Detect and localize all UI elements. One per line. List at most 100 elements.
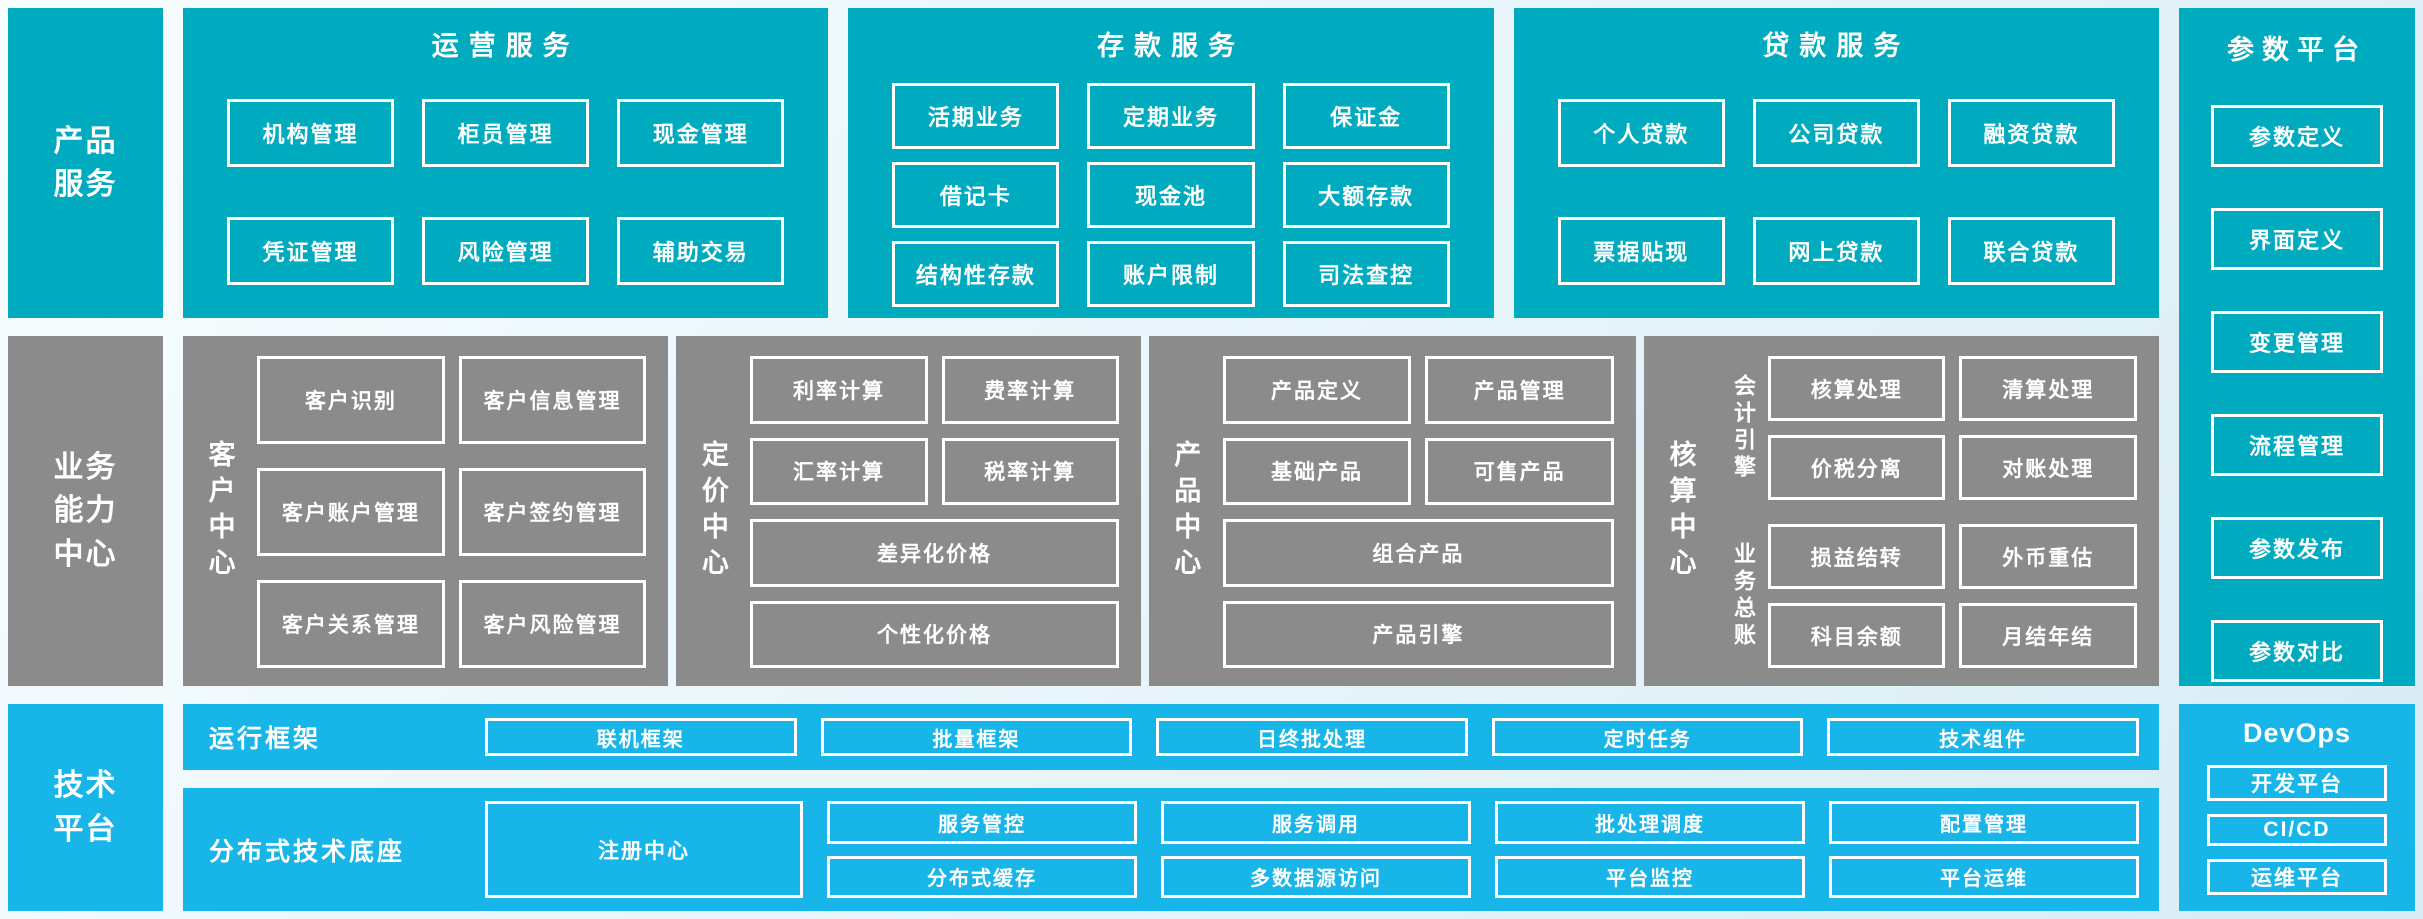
distributed-base-bar: 分布式技术底座 注册中心 服务管控 分布式缓存 服务调用 多数据源访问 批处理调…: [183, 788, 2159, 911]
capability-box-product-engine: 产品引擎: [1222, 600, 1614, 668]
operations-services-title: 运营服务: [431, 31, 580, 61]
section-pricing-center: 定价中心 利率计算 费率计算 汇率计算 税率计算 差异化价格 个性化价格: [676, 336, 1141, 686]
distributed-base-label: 分布式技术底座: [209, 837, 406, 866]
tech-box-distributed-cache: 分布式缓存: [827, 855, 1137, 898]
service-box-cash-pool: 现金池: [1087, 162, 1255, 228]
loan-services-title: 贷款服务: [1762, 31, 1911, 61]
tech-box-tech-component: 技术组件: [1827, 718, 2139, 756]
rail-product-services-label: 产品服务: [53, 124, 118, 202]
tech-box-service-invocation: 服务调用: [1161, 801, 1471, 844]
capability-box-customer-identify: 客户识别: [257, 356, 445, 444]
business-ledger-group: 业务总账 损益结转 外币重估 科目余额 月结年结: [1718, 524, 2138, 668]
service-box-structured-deposit: 结构性存款: [892, 241, 1060, 307]
service-box-margin-deposit: 保证金: [1282, 83, 1450, 149]
distributed-column-3: 批处理调度 平台监控: [1495, 801, 1805, 898]
capability-box-basic-product: 基础产品: [1222, 437, 1412, 505]
section-deposit-services: 存款服务 活期业务 定期业务 保证金 借记卡 现金池 大额存款 结构性存款 账户…: [848, 8, 1494, 318]
rail-product-services: 产品服务: [8, 8, 163, 318]
distributed-column-1: 服务管控 分布式缓存: [827, 801, 1137, 898]
service-box-account-restriction: 账户限制: [1087, 241, 1255, 307]
capability-box-customer-info: 客户信息管理: [458, 356, 647, 444]
capability-box-month-year-close: 月结年结: [1959, 603, 2138, 668]
section-accounting-center: 核算中心 会计引擎 核算处理 清算处理 价税分离 对账处理 业务: [1643, 336, 2160, 686]
service-box-demand-deposit: 活期业务: [892, 83, 1060, 149]
tech-box-multi-datasource: 多数据源访问: [1161, 855, 1471, 898]
business-ledger-grid: 损益结转 外币重估 科目余额 月结年结: [1767, 524, 2138, 668]
capability-box-product-mgmt: 产品管理: [1425, 356, 1614, 424]
devops-box-ops-platform: 运维平台: [2207, 859, 2387, 895]
runtime-framework-label: 运行框架: [209, 725, 322, 753]
service-box-institution-mgmt: 机构管理: [227, 99, 395, 167]
service-box-online-loan: 网上贷款: [1752, 217, 1920, 285]
tech-box-config-mgmt: 配置管理: [1829, 801, 2139, 844]
pricing-center-label-wrap: 定价中心: [676, 356, 750, 668]
section-operations-services: 运营服务 机构管理 柜员管理 现金管理 凭证管理 风险管理 辅助交易: [183, 8, 829, 318]
capability-box-customer-relation: 客户关系管理: [257, 580, 445, 668]
param-box-publish: 参数发布: [2211, 517, 2383, 579]
accounting-center-label-wrap: 核算中心: [1644, 356, 1718, 668]
devops-boxes: 开发平台 CI/CD 运维平台: [2207, 765, 2387, 895]
param-box-change-mgmt: 变更管理: [2211, 311, 2383, 373]
product-center-grid: 产品定义 产品管理 基础产品 可售产品 组合产品 产品引擎: [1222, 356, 1614, 668]
rail-technology-platform: 技术平台: [8, 704, 163, 911]
param-box-compare: 参数对比: [2211, 620, 2383, 682]
rail-business-capability-label: 业务能力中心: [53, 450, 118, 571]
runtime-framework-bar: 运行框架 联机框架 批量框架 日终批处理 定时任务 技术组件: [183, 704, 2159, 770]
tech-box-batch-scheduling: 批处理调度: [1495, 801, 1805, 844]
product-center-label: 产品中心: [1170, 440, 1201, 584]
tech-box-platform-ops: 平台运维: [1829, 855, 2139, 898]
tech-box-eod-batch: 日终批处理: [1156, 718, 1468, 756]
capability-box-customer-risk: 客户风险管理: [458, 580, 647, 668]
service-box-financing-loan: 融资贷款: [1947, 99, 2115, 167]
capability-box-price-tax-separation: 价税分离: [1767, 435, 1946, 500]
service-box-personal-loan: 个人贷款: [1557, 99, 1725, 167]
business-capability-band: 客户中心 客户识别 客户信息管理 客户账户管理 客户签约管理 客户关系管理 客户…: [183, 336, 2160, 686]
operations-services-grid: 机构管理 柜员管理 现金管理 凭证管理 风险管理 辅助交易: [183, 99, 828, 285]
accounting-engine-grid: 核算处理 清算处理 价税分离 对账处理: [1767, 356, 2138, 500]
accounting-center-label: 核算中心: [1665, 440, 1696, 584]
business-ledger-label: 业务总账: [1730, 542, 1756, 650]
param-box-process-mgmt: 流程管理: [2211, 414, 2383, 476]
distributed-base-columns: 服务管控 分布式缓存 服务调用 多数据源访问 批处理调度 平台监控 配置管理 平…: [827, 801, 2139, 898]
capability-box-fx-revaluation: 外币重估: [1959, 524, 2138, 589]
devops-box-cicd: CI/CD: [2207, 814, 2387, 846]
section-customer-center: 客户中心 客户识别 客户信息管理 客户账户管理 客户签约管理 客户关系管理 客户…: [183, 336, 669, 686]
business-ledger-label-wrap: 业务总账: [1718, 524, 1768, 668]
capability-box-sellable-product: 可售产品: [1425, 437, 1614, 505]
service-box-joint-loan: 联合贷款: [1947, 217, 2115, 285]
pricing-center-grid: 利率计算 费率计算 汇率计算 税率计算 差异化价格 个性化价格: [750, 356, 1119, 668]
devops-box-dev-platform: 开发平台: [2207, 765, 2387, 801]
accounting-engine-label-wrap: 会计引擎: [1718, 356, 1768, 500]
capability-box-customer-contract: 客户签约管理: [458, 468, 647, 556]
section-devops: DevOps 开发平台 CI/CD 运维平台: [2179, 704, 2415, 911]
pricing-center-label: 定价中心: [697, 440, 728, 584]
service-box-teller-mgmt: 柜员管理: [422, 99, 590, 167]
tech-box-online-framework: 联机框架: [485, 718, 797, 756]
service-box-auxiliary-trade: 辅助交易: [617, 217, 785, 285]
service-box-large-deposit: 大额存款: [1282, 162, 1450, 228]
customer-center-label-wrap: 客户中心: [183, 356, 257, 668]
section-product-center: 产品中心 产品定义 产品管理 基础产品 可售产品 组合产品 产品引擎: [1148, 336, 1636, 686]
product-center-label-wrap: 产品中心: [1149, 356, 1223, 668]
capability-box-differential-pricing: 差异化价格: [750, 519, 1119, 587]
service-box-bill-discount: 票据贴现: [1557, 217, 1725, 285]
capability-box-subject-balance: 科目余额: [1767, 603, 1946, 668]
capability-box-accounting-process: 核算处理: [1767, 356, 1946, 421]
service-box-voucher-mgmt: 凭证管理: [227, 217, 395, 285]
param-box-ui-definition: 界面定义: [2211, 208, 2383, 270]
deposit-services-title: 存款服务: [1096, 31, 1245, 61]
capability-box-product-definition: 产品定义: [1222, 356, 1412, 424]
capability-box-reconciliation: 对账处理: [1959, 435, 2138, 500]
capability-box-exchange-calc: 汇率计算: [750, 437, 928, 505]
param-box-definition: 参数定义: [2211, 105, 2383, 167]
section-parameter-platform: 参数平台 参数定义 界面定义 变更管理 流程管理 参数发布 参数对比: [2179, 8, 2415, 686]
service-box-judicial-control: 司法查控: [1282, 241, 1450, 307]
service-box-risk-mgmt: 风险管理: [422, 217, 590, 285]
accounting-center-content: 会计引擎 核算处理 清算处理 价税分离 对账处理 业务总账 损益结转: [1718, 356, 2138, 668]
distributed-column-4: 配置管理 平台运维: [1829, 801, 2139, 898]
rail-business-capability-center: 业务能力中心: [8, 336, 163, 686]
tech-box-service-governance: 服务管控: [827, 801, 1137, 844]
devops-title: DevOps: [2242, 718, 2352, 748]
capability-box-pnl-carryover: 损益结转: [1767, 524, 1946, 589]
